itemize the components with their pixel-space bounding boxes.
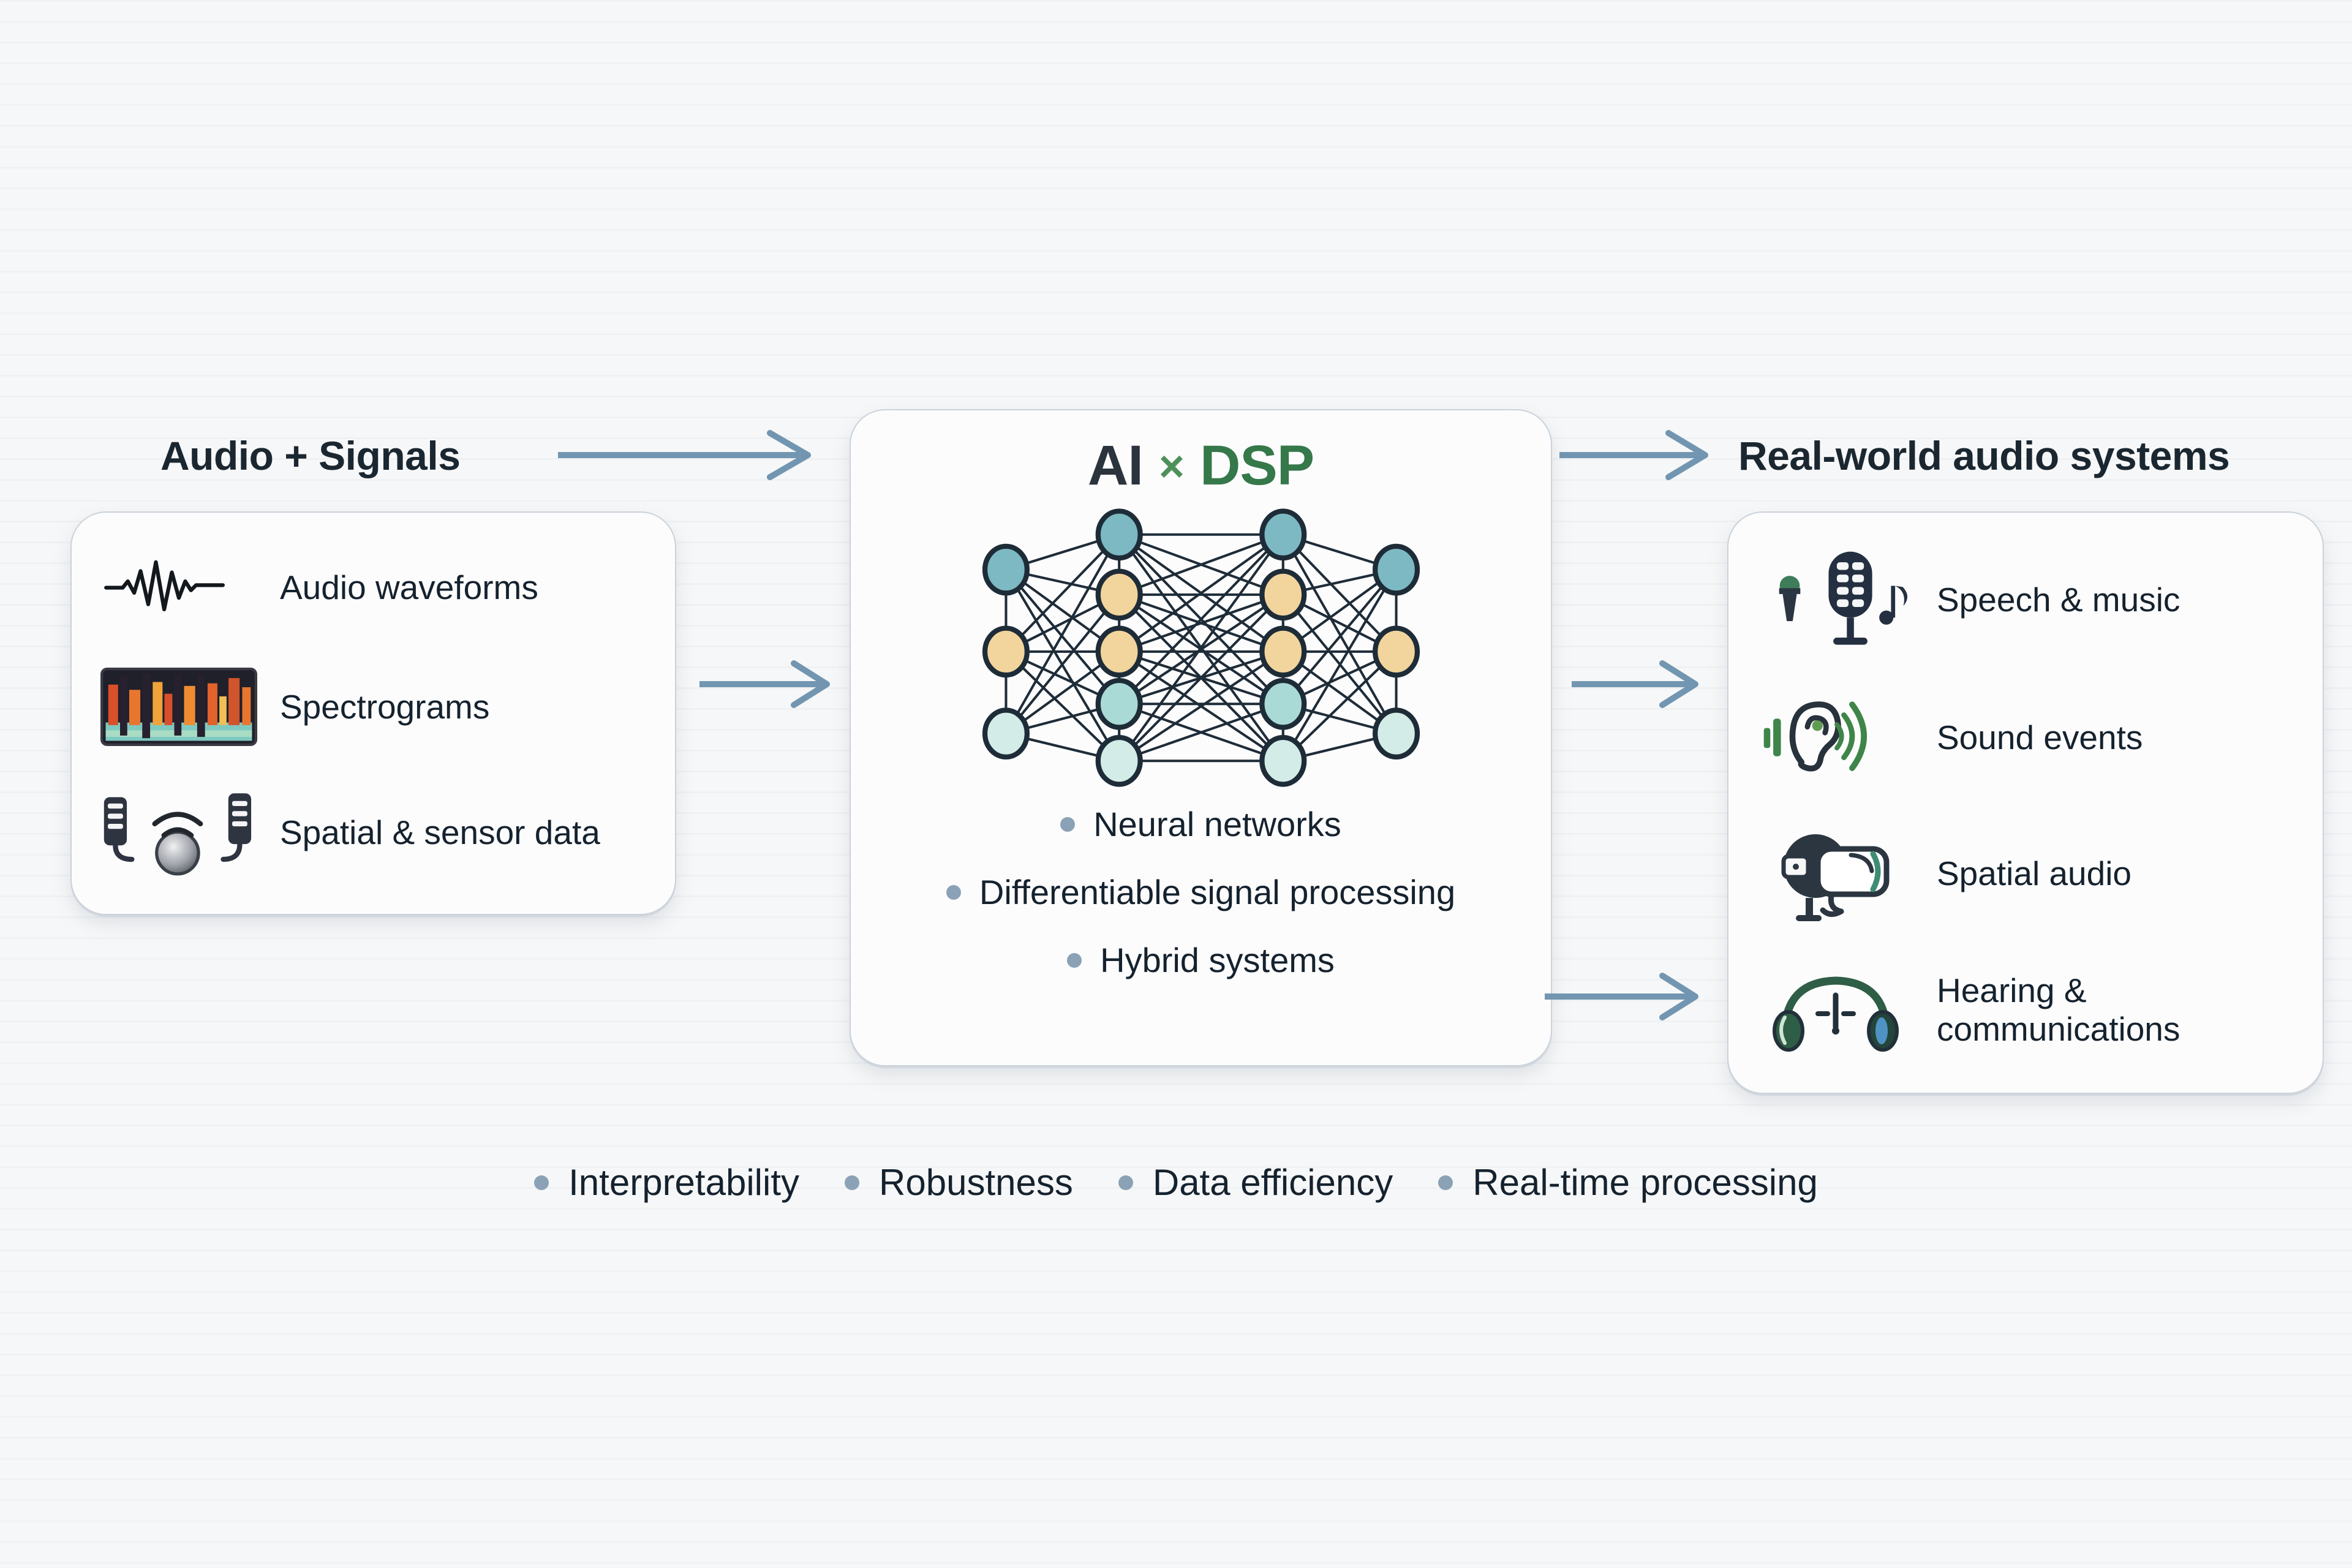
spectrogram-icon	[78, 668, 280, 747]
bullet-dot-icon	[534, 1175, 549, 1190]
theme-robustness: Robustness	[845, 1161, 1073, 1204]
network-node	[982, 543, 1030, 596]
core-title-dsp: DSP	[1199, 434, 1314, 497]
list-item-audio-waveforms: Audio waveforms	[78, 549, 669, 626]
ear-sound-icon	[1735, 688, 1937, 786]
bullet-dot-icon	[1067, 952, 1082, 968]
network-node	[982, 707, 1030, 760]
core-title: AI × DSP	[1088, 432, 1314, 499]
network-node	[1259, 734, 1306, 787]
bullet-dot-icon	[946, 884, 961, 900]
waveform-icon	[78, 549, 280, 626]
outputs-panel: Speech & music Sound events	[1727, 511, 2324, 1094]
list-item-spatial-sensor: Spatial & sensor data	[78, 788, 669, 877]
multiply-icon: ×	[1158, 442, 1185, 491]
theme-data-efficiency: Data efficiency	[1118, 1161, 1393, 1204]
list-item-hearing-communications: Hearing & communications	[1735, 961, 2316, 1059]
item-label: Hearing & communications	[1937, 971, 2180, 1049]
theme-label: Robustness	[879, 1162, 1073, 1203]
item-label: Audio waveforms	[280, 568, 538, 607]
network-node	[1095, 625, 1143, 678]
spatial-sensor-icon	[78, 788, 280, 877]
network-node	[1095, 568, 1143, 621]
core-bullet-label: Differentiable signal processing	[979, 873, 1456, 911]
item-label: Sound events	[1937, 718, 2143, 756]
core-bullet-list: Neural networks Differentiable signal pr…	[946, 804, 1455, 980]
theme-realtime-processing: Real-time processing	[1438, 1161, 1818, 1204]
neural-network	[982, 508, 1420, 787]
list-item-spatial-audio: Spatial audio	[1735, 822, 2316, 926]
theme-label: Interpretability	[568, 1162, 799, 1203]
list-item-speech-music: Speech & music	[1735, 546, 2316, 654]
inputs-title: Audio + Signals	[160, 433, 461, 478]
bullet-dot-icon	[1060, 816, 1076, 832]
network-node	[1095, 508, 1143, 561]
vr-headset-icon	[1735, 822, 1937, 926]
core-panel: AI × DSP Neural networks Differentiable …	[850, 409, 1552, 1066]
bullet-dot-icon	[1118, 1175, 1133, 1190]
core-bullet-label: Neural networks	[1093, 805, 1341, 843]
network-node	[1372, 707, 1420, 760]
network-node	[1259, 568, 1306, 621]
arrow-core-to-outputs	[1557, 428, 1721, 482]
item-label: Spatial & sensor data	[280, 813, 600, 851]
neural-network-diagram	[959, 507, 1443, 788]
item-label: Spatial audio	[1937, 854, 2132, 893]
item-label: Speech & music	[1937, 580, 2180, 619]
core-bullet-hybrid-systems: Hybrid systems	[1067, 940, 1335, 980]
bullet-dot-icon	[845, 1175, 859, 1190]
theme-interpretability: Interpretability	[534, 1161, 799, 1204]
theme-label: Real-time processing	[1472, 1162, 1818, 1203]
bullet-dot-icon	[1438, 1175, 1453, 1190]
list-item-spectrograms: Spectrograms	[78, 668, 669, 747]
network-node	[1372, 543, 1420, 596]
arrow-inputs-to-core	[554, 428, 824, 482]
network-node	[1259, 677, 1306, 730]
item-label: Spectrograms	[280, 687, 490, 726]
arrow-core-to-hearing	[1542, 970, 1711, 1023]
list-item-sound-events: Sound events	[1735, 688, 2316, 786]
network-node	[1259, 625, 1306, 678]
themes-row: Interpretability Robustness Data efficie…	[0, 1161, 2352, 1204]
network-node	[1259, 508, 1306, 561]
microphone-music-icon	[1735, 546, 1937, 654]
arrow-inputs-card-to-core	[697, 658, 843, 710]
inputs-panel: Audio waveforms	[70, 511, 676, 915]
network-node	[1372, 625, 1420, 678]
core-bullet-differentiable-dsp: Differentiable signal processing	[946, 872, 1455, 912]
headphones-icon	[1735, 961, 1937, 1059]
outputs-title: Real-world audio systems	[1738, 433, 2230, 478]
core-title-ai: AI	[1087, 434, 1144, 497]
network-node	[1095, 734, 1143, 787]
core-bullet-label: Hybrid systems	[1100, 941, 1335, 979]
core-bullet-neural-networks: Neural networks	[1060, 804, 1341, 844]
theme-label: Data efficiency	[1152, 1162, 1393, 1203]
arrow-core-to-outputs-card	[1569, 658, 1711, 710]
network-node	[1095, 677, 1143, 730]
network-node	[982, 625, 1030, 678]
